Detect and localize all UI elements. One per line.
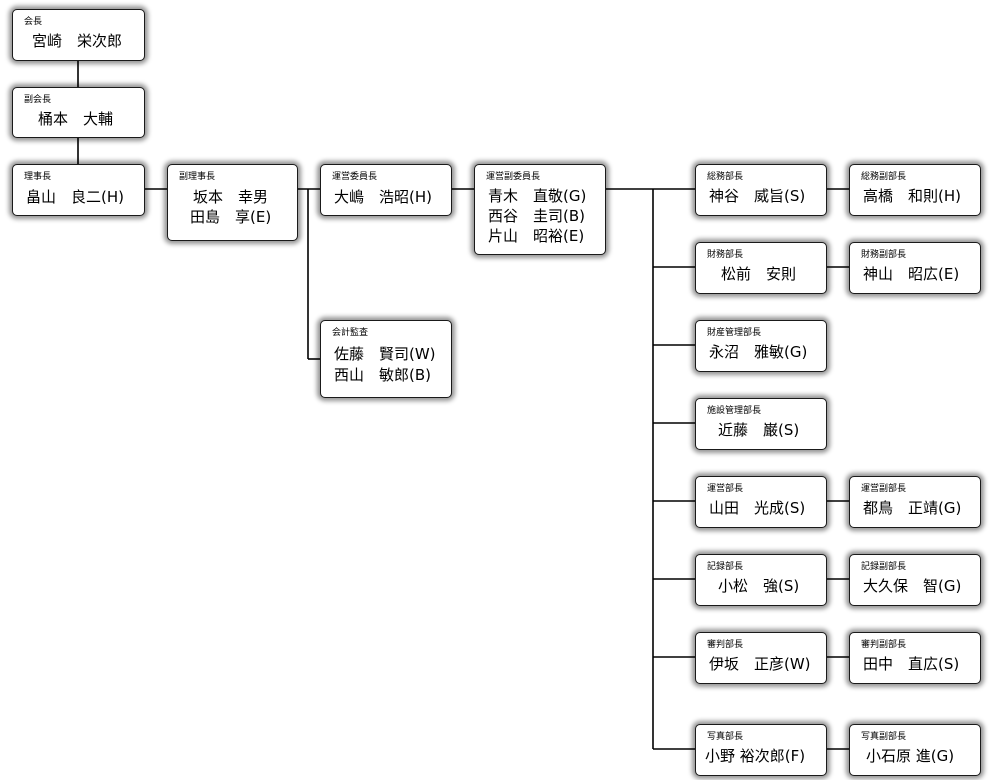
box-title: 会計監査 bbox=[332, 328, 369, 338]
box-facilities-head: 施設管理部長 近藤 巌(S) bbox=[695, 398, 827, 450]
box-name: 畠山 良二(H) bbox=[26, 188, 124, 206]
box-chairman: 会長 宮崎 栄次郎 bbox=[12, 9, 145, 61]
box-title: 会長 bbox=[24, 17, 43, 27]
box-name: 永沼 雅敏(G) bbox=[709, 343, 808, 361]
box-title: 写真部長 bbox=[707, 732, 744, 742]
box-name: 西谷 圭司(B) bbox=[488, 207, 585, 225]
box-property-head: 財産管理部長 永沼 雅敏(G) bbox=[695, 320, 827, 372]
box-title: 運営副部長 bbox=[861, 484, 907, 494]
box-finance-deputy: 財務副部長 神山 昭広(E) bbox=[849, 242, 981, 294]
box-general-affairs-deputy: 総務副部長 高橋 和則(H) bbox=[849, 164, 981, 216]
box-steering-chair: 運営委員長 大嶋 浩昭(H) bbox=[320, 164, 452, 216]
box-name: 宮崎 栄次郎 bbox=[32, 32, 123, 50]
box-auditor: 会計監査 佐藤 賢司(W) 西山 敏郎(B) bbox=[320, 320, 452, 398]
box-name: 高橋 和則(H) bbox=[863, 187, 961, 205]
box-finance-head: 財務部長 松前 安則 bbox=[695, 242, 827, 294]
box-title: 運営部長 bbox=[707, 484, 744, 494]
box-title: 財務部長 bbox=[707, 250, 744, 260]
box-vice-chairman: 副会長 桶本 大輔 bbox=[12, 87, 145, 138]
box-title: 財産管理部長 bbox=[707, 328, 762, 338]
box-board-chair: 理事長 畠山 良二(H) bbox=[12, 164, 145, 216]
box-photo-deputy: 写真副部長 小石原 進(G) bbox=[849, 724, 981, 776]
box-name: 都鳥 正靖(G) bbox=[863, 499, 962, 517]
box-title: 記録副部長 bbox=[861, 562, 907, 572]
box-name: 松前 安則 bbox=[721, 265, 797, 283]
box-title: 副理事長 bbox=[179, 172, 216, 182]
box-title: 運営委員長 bbox=[332, 172, 378, 182]
box-name: 小松 強(S) bbox=[718, 577, 800, 595]
box-umpire-deputy: 審判副部長 田中 直広(S) bbox=[849, 632, 981, 684]
box-name: 片山 昭裕(E) bbox=[488, 227, 585, 245]
box-records-head: 記録部長 小松 強(S) bbox=[695, 554, 827, 606]
box-name: 坂本 幸男 bbox=[193, 188, 269, 206]
box-title: 審判部長 bbox=[707, 640, 744, 650]
box-title: 副会長 bbox=[24, 95, 52, 105]
box-name: 田島 享(E) bbox=[190, 208, 272, 226]
box-name: 伊坂 正彦(W) bbox=[709, 655, 811, 673]
box-records-deputy: 記録副部長 大久保 智(G) bbox=[849, 554, 981, 606]
box-name: 近藤 巌(S) bbox=[718, 421, 800, 439]
box-umpire-head: 審判部長 伊坂 正彦(W) bbox=[695, 632, 827, 684]
box-name: 大久保 智(G) bbox=[863, 577, 962, 595]
box-name: 大嶋 浩昭(H) bbox=[334, 188, 432, 206]
box-name: 神谷 威旨(S) bbox=[709, 187, 806, 205]
box-general-affairs-head: 総務部長 神谷 威旨(S) bbox=[695, 164, 827, 216]
box-photo-head: 写真部長 小野 裕次郎(F) bbox=[695, 724, 827, 776]
box-name: 桶本 大輔 bbox=[38, 110, 114, 128]
box-name: 西山 敏郎(B) bbox=[334, 366, 431, 384]
box-title: 施設管理部長 bbox=[707, 406, 762, 416]
box-operations-head: 運営部長 山田 光成(S) bbox=[695, 476, 827, 528]
box-title: 写真副部長 bbox=[861, 732, 907, 742]
box-name: 小石原 進(G) bbox=[866, 747, 955, 765]
box-vice-board-chair: 副理事長 坂本 幸男 田島 享(E) bbox=[167, 164, 298, 241]
box-title: 総務部長 bbox=[707, 172, 744, 182]
box-title: 財務副部長 bbox=[861, 250, 907, 260]
box-operations-deputy: 運営副部長 都鳥 正靖(G) bbox=[849, 476, 981, 528]
box-title: 記録部長 bbox=[707, 562, 744, 572]
box-name: 田中 直広(S) bbox=[863, 655, 960, 673]
box-name: 山田 光成(S) bbox=[709, 499, 806, 517]
box-steering-vice-chair: 運営副委員長 青木 直敬(G) 西谷 圭司(B) 片山 昭裕(E) bbox=[474, 164, 606, 255]
box-name: 小野 裕次郎(F) bbox=[705, 747, 806, 765]
box-title: 運営副委員長 bbox=[486, 172, 541, 182]
box-name: 神山 昭広(E) bbox=[863, 265, 960, 283]
box-title: 審判副部長 bbox=[861, 640, 907, 650]
box-name: 佐藤 賢司(W) bbox=[334, 345, 436, 363]
box-title: 理事長 bbox=[24, 172, 52, 182]
box-title: 総務副部長 bbox=[861, 172, 907, 182]
box-name: 青木 直敬(G) bbox=[488, 187, 587, 205]
